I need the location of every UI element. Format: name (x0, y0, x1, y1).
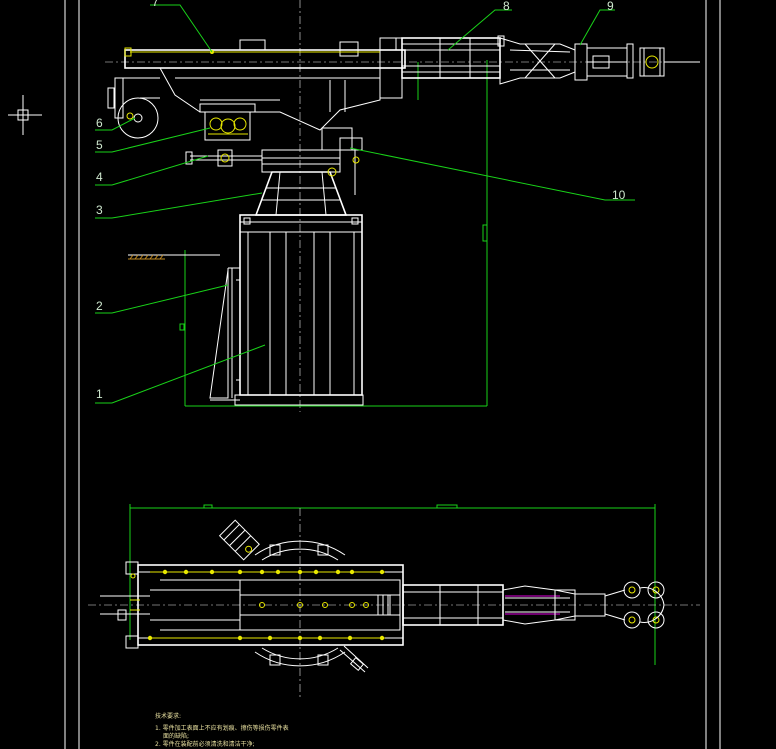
notes-line-1: 1. 零件加工表面上不应有划痕、擦伤等损伤零件表 (155, 724, 289, 732)
technical-notes: 技术要求: 1. 零件加工表面上不应有划痕、擦伤等损伤零件表 面的缺陷; 2. … (155, 712, 289, 748)
balloon-4: 4 (96, 170, 103, 184)
notes-line-2: 2. 零件在装配前必须清洗和清洁干净; (155, 740, 255, 748)
bolt-row-upper (150, 569, 385, 575)
front-view: 1 2 3 4 5 6 7 8 9 10 (95, 0, 700, 412)
gripper-wrist (574, 43, 700, 81)
slew-lever-bottom (339, 645, 369, 673)
balloon-10: 10 (612, 188, 626, 202)
ground-hatch (128, 254, 165, 260)
balloon-2: 2 (96, 299, 103, 313)
leader-lines (95, 4, 635, 404)
notes-title: 技术要求: (155, 712, 181, 720)
balloon-9: 9 (607, 0, 614, 13)
gear-motor (199, 103, 256, 141)
bolt-row-lower (147, 635, 385, 641)
slew-motor-top (218, 519, 260, 561)
boom-adaptor (497, 35, 576, 85)
balloon-6: 6 (96, 116, 103, 130)
support-bracket (209, 267, 240, 399)
slewing-ring (254, 540, 346, 667)
gripper-top (574, 581, 665, 629)
balloon-labels: 1 2 3 4 5 6 7 8 9 10 (96, 0, 626, 401)
balloon-5: 5 (96, 138, 103, 152)
top-view (88, 504, 700, 700)
base-column (210, 214, 364, 406)
boom-top (402, 584, 576, 626)
balloon-3: 3 (96, 203, 103, 217)
drive-shaft (185, 149, 262, 167)
bolt-row-center (259, 602, 369, 608)
balloon-1: 1 (96, 387, 103, 401)
slewing-housing (254, 149, 348, 216)
crosshair-cursor-icon (8, 95, 42, 135)
balloon-7: 7 (152, 0, 159, 9)
drawing-frame (64, 0, 721, 749)
counterweight-wheel (107, 77, 160, 139)
notes-line-1b: 面的缺陷; (163, 732, 189, 740)
main-arm (124, 37, 406, 195)
tie-rods-top (100, 561, 150, 649)
balloon-8: 8 (503, 0, 510, 13)
